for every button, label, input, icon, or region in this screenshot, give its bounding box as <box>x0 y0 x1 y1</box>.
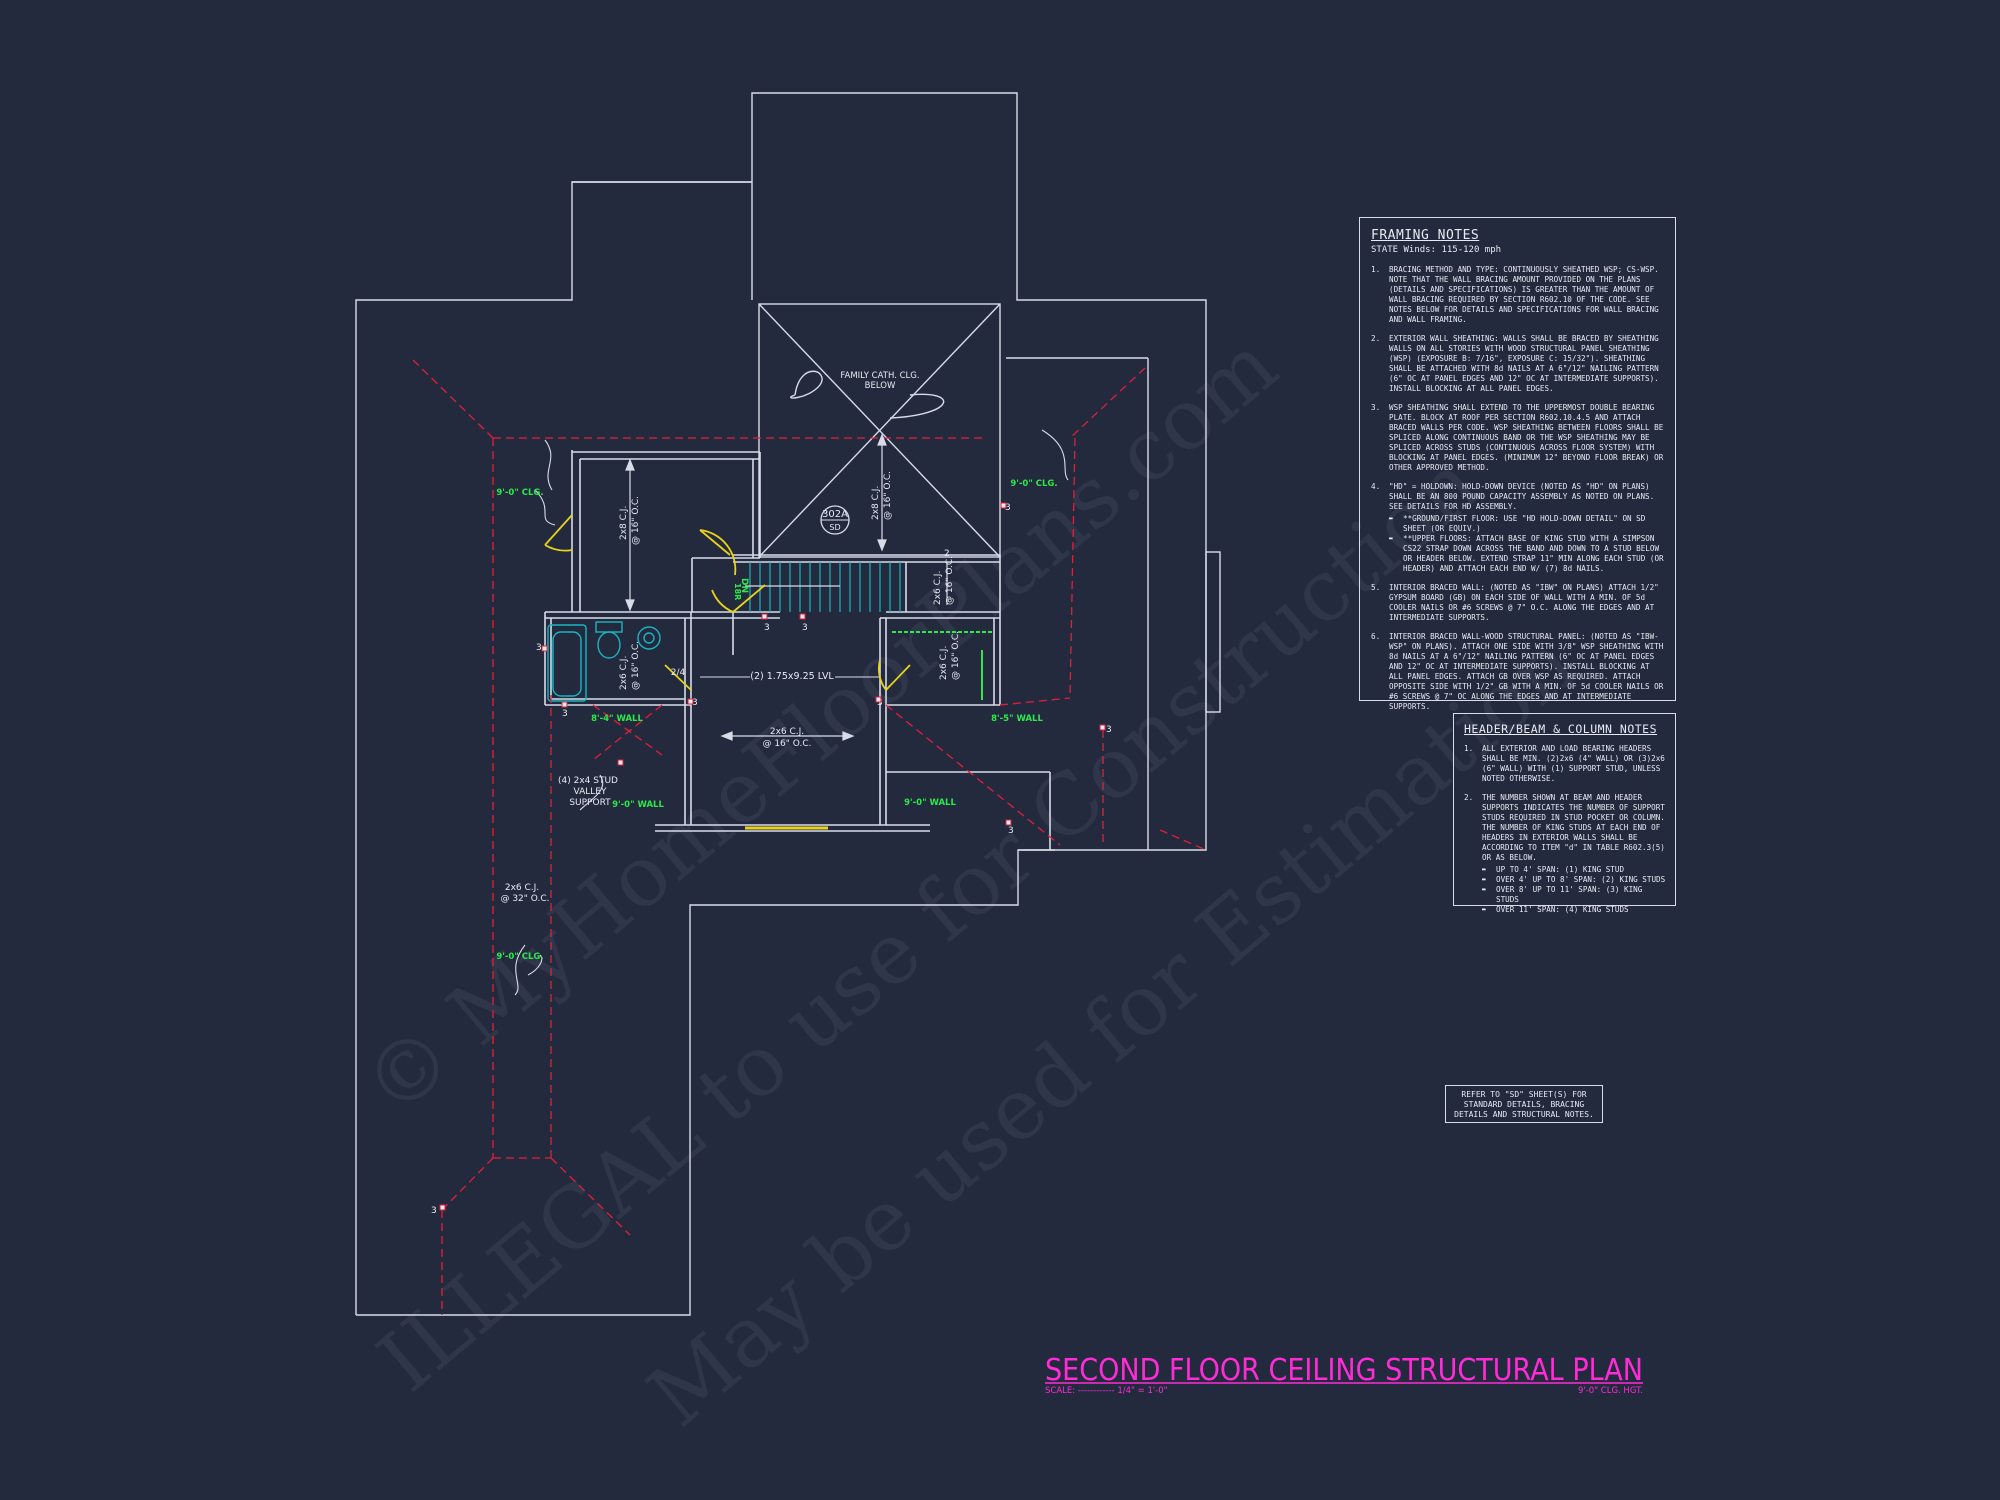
cj-left-label: 2x8 C.J. <box>619 506 629 540</box>
wall-9-left: 9'-0" WALL <box>612 800 664 810</box>
cj-hall-oc: @ 16" O.C. <box>762 739 811 749</box>
cj-left-low-oc: @ 32" O.C. <box>500 894 549 904</box>
valley-label-3: SUPPORT <box>569 798 611 808</box>
clg-left-top: 9'-0" CLG. <box>496 488 543 498</box>
cj-right-oc: @ 16" O.C. <box>951 631 961 680</box>
valley-label-1: (4) 2x4 STUD <box>558 776 618 786</box>
stud-count-8: 3 <box>1106 725 1112 735</box>
tag-sd-label: SD <box>829 523 840 532</box>
header-notes-list: 1.ALL EXTERIOR AND LOAD BEARING HEADERS … <box>1464 744 1667 915</box>
framing-note-item: 3.WSP SHEATHING SHALL EXTEND TO THE UPPE… <box>1371 403 1664 472</box>
framing-note-item: 1.BRACING METHOD AND TYPE: CONTINUOUSLY … <box>1371 265 1659 324</box>
framing-notes-list: 1.BRACING METHOD AND TYPE: CONTINUOUSLY … <box>1371 265 1665 712</box>
header-note-bullet: OVER 11' SPAN: (4) KING STUDS <box>1482 905 1667 915</box>
clg-left-low: 9'-0" CLG. <box>496 952 543 962</box>
wall-9-right: 9'-0" WALL <box>904 798 956 808</box>
header-note-bullet: OVER 4' UP TO 8' SPAN: (2) KING STUDS <box>1482 875 1667 885</box>
header-notes-title: HEADER/BEAM & COLUMN NOTES <box>1464 722 1658 736</box>
stud-count-3: 3 <box>692 698 698 708</box>
cj-stair-oc: @ 16" O.C. <box>945 556 955 605</box>
cj-right-label: 2x6 C.J. <box>939 646 949 680</box>
stair-dn-label: DN <box>739 578 749 593</box>
header-note-item: 2.THE NUMBER SHOWN AT BEAM AND HEADER SU… <box>1464 793 1667 915</box>
refer-line-2: STANDARD DETAILS, BRACING <box>1463 1100 1585 1109</box>
framing-notes-panel: FRAMING NOTES STATE Winds: 115-120 mph 1… <box>1359 217 1676 711</box>
framing-notes-subtitle: STATE Winds: 115-120 mph <box>1371 245 1502 255</box>
cj-bath-oc: @ 16" O.C. <box>631 641 641 690</box>
cj-stair-label: 2x6 C.J. <box>933 571 943 605</box>
header-note-item: 1.ALL EXTERIOR AND LOAD BEARING HEADERS … <box>1464 744 1665 783</box>
leader-lines <box>514 429 1069 996</box>
cj-mid-label: 2x8 C.J. <box>871 486 881 520</box>
stud-count-9: 3 <box>1008 826 1014 836</box>
roof-framing-lines <box>412 359 1207 1315</box>
framing-note-bullet: **GROUND/FIRST FLOOR: USE "HD HOLD-DOWN … <box>1389 514 1665 534</box>
tag-302a-label: 302A <box>822 509 848 520</box>
drawing-scale: SCALE: ------------ 1/4" = 1'-0" <box>1045 1386 1168 1396</box>
section-tag-302a[interactable]: 302A SD <box>820 505 850 535</box>
post-markers <box>439 502 1106 1211</box>
header-notes-panel: HEADER/BEAM & COLUMN NOTES 1.ALL EXTERIO… <box>1453 713 1676 915</box>
drawing-ceiling-height: 9'-0" CLG. HGT. <box>1578 1386 1643 1396</box>
height-labels: 9'-0" CLG. 9'-0" CLG. 9'-0" CLG. 8'-4" W… <box>496 479 1057 962</box>
framing-note-item: 2.EXTERIOR WALL SHEATHING: WALLS SHALL B… <box>1371 334 1659 393</box>
dim-2-4: 2/4 <box>671 668 686 678</box>
stair-dn-risers: 18R <box>733 583 742 600</box>
stairs <box>745 562 901 612</box>
clg-right-top: 9'-0" CLG. <box>1010 479 1057 489</box>
stud-count-11: 2 <box>944 549 950 559</box>
stud-count-7: 3 <box>1005 503 1011 513</box>
cj-bath-label: 2x6 C.J. <box>619 656 629 690</box>
wall-8-5: 8'-5" WALL <box>991 714 1043 724</box>
framing-notes-title: FRAMING NOTES <box>1371 228 1480 243</box>
stud-count-1: 3 <box>536 643 542 653</box>
cj-mid-oc: @ 16" O.C. <box>883 471 893 520</box>
valley-label-2: VALLEY <box>574 787 607 797</box>
framing-note-item: 5.INTERIOR BRACED WALL: (NOTED AS "IBW" … <box>1371 583 1659 622</box>
doors <box>544 514 911 830</box>
stud-count-6: 3 <box>877 698 883 708</box>
lvl-label: (2) 1.75x9.25 LVL <box>750 671 834 682</box>
cj-left-oc: @ 16" O.C. <box>631 496 641 545</box>
stud-count-5: 3 <box>802 623 808 633</box>
framing-note-bullets: **GROUND/FIRST FLOOR: USE "HD HOLD-DOWN … <box>1389 514 1665 574</box>
refer-sd-note: REFER TO "SD" SHEET(S) FOR STANDARD DETA… <box>1445 1085 1603 1123</box>
drawing-title: SECOND FLOOR CEILING STRUCTURAL PLAN <box>1045 1353 1643 1388</box>
joist-arrows <box>625 433 948 741</box>
stud-count-10: 3 <box>431 1206 437 1216</box>
framing-note-bullet: **UPPER FLOORS: ATTACH BASE OF KING STUD… <box>1389 534 1665 574</box>
wall-8-4: 8'-4" WALL <box>591 714 643 724</box>
stud-count-2: 3 <box>562 709 568 719</box>
header-note-bullet: UP TO 4' SPAN: (1) KING STUD <box>1482 865 1667 875</box>
family-cath-label: FAMILY CATH. CLG. <box>840 371 919 381</box>
refer-line-3: DETAILS AND STRUCTURAL NOTES. <box>1454 1110 1594 1119</box>
bathroom-fixtures <box>547 621 661 702</box>
header-note-bullet: OVER 8' UP TO 11' SPAN: (3) KING STUDS <box>1482 885 1667 905</box>
stud-count-4: 3 <box>764 623 770 633</box>
family-below-label: BELOW <box>865 381 896 391</box>
cj-hall-label: 2x6 C.J. <box>770 727 804 737</box>
header-note-bullets: UP TO 4' SPAN: (1) KING STUD OVER 4' UP … <box>1482 865 1667 915</box>
framing-note-item: 6.INTERIOR BRACED WALL-WOOD STRUCTURAL P… <box>1371 632 1664 711</box>
closet-shelf <box>892 631 994 700</box>
building-outline <box>355 92 1221 1316</box>
structural-labels: FAMILY CATH. CLG. BELOW 2x8 C.J. @ 16" O… <box>431 371 1112 1216</box>
refer-line-1: REFER TO "SD" SHEET(S) FOR <box>1461 1090 1587 1099</box>
drawing-title-block: SECOND FLOOR CEILING STRUCTURAL PLAN SCA… <box>1045 1353 1643 1396</box>
framing-note-item: 4."HD" = HOLDOWN: HOLD-DOWN DEVICE (NOTE… <box>1371 482 1665 574</box>
family-cathedral-ceiling <box>758 303 1001 558</box>
interior-walls <box>544 450 1051 850</box>
cj-left-low-label: 2x6 C.J. <box>505 883 539 893</box>
